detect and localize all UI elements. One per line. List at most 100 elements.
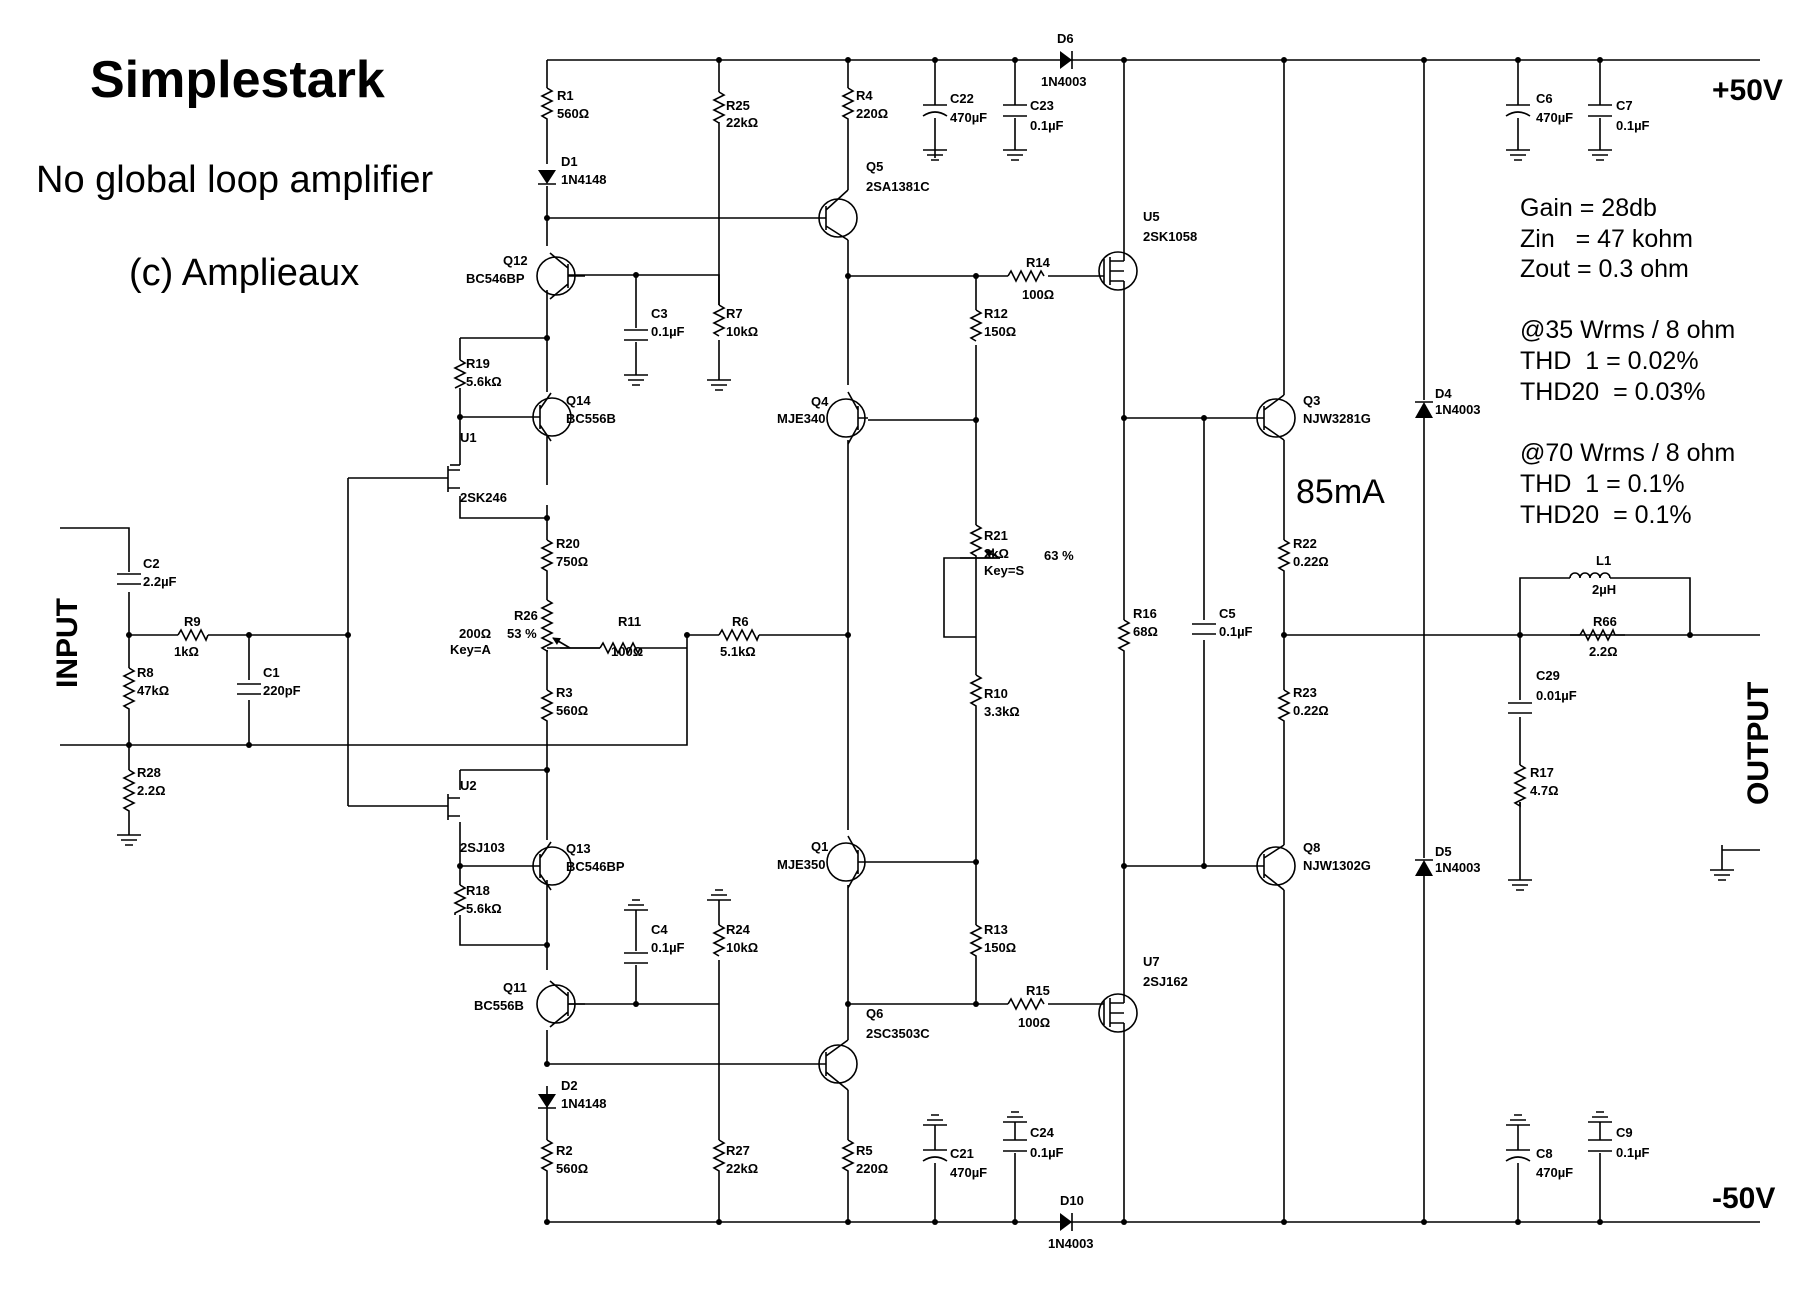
gnd-c8	[1506, 1114, 1530, 1126]
d10-value: 1N4003	[1048, 1236, 1094, 1251]
d4-ref: D4	[1435, 386, 1452, 401]
r21-value: 2kΩ	[984, 546, 1009, 561]
c21-value: 470µF	[950, 1165, 987, 1180]
r4-symbol	[841, 87, 855, 122]
r16-value: 68Ω	[1133, 624, 1158, 639]
c5-symbol	[1192, 623, 1216, 635]
spec-gain: Gain = 28db	[1520, 194, 1657, 222]
r14-symbol	[1007, 269, 1045, 283]
gnd-c22	[923, 149, 947, 161]
d10-ref: D10	[1060, 1193, 1084, 1208]
q1-ref: Q1	[811, 839, 828, 854]
r10-symbol	[969, 674, 983, 710]
c23-value: 0.1µF	[1030, 118, 1064, 133]
gnd-r17	[1508, 879, 1532, 891]
l1-value: 2µH	[1592, 582, 1616, 597]
r19-value: 5.6kΩ	[466, 374, 502, 389]
q1-symbol	[826, 835, 868, 889]
gnd-r7	[707, 379, 731, 391]
q13-ref: Q13	[566, 841, 591, 856]
c24-symbol	[1003, 1139, 1027, 1152]
r4-ref: R4	[856, 88, 873, 103]
gnd-c23	[1003, 149, 1027, 161]
q13-symbol	[522, 841, 572, 891]
wires	[60, 59, 1760, 1223]
q5-ref: Q5	[866, 159, 883, 174]
q6-ref: Q6	[866, 1006, 883, 1021]
r27-value: 22kΩ	[726, 1161, 758, 1176]
r2-value: 560Ω	[556, 1161, 588, 1176]
c1-ref: C1	[263, 665, 280, 680]
spec-70w-thd20: THD20 = 0.1%	[1520, 501, 1692, 529]
gnd-c4	[624, 899, 648, 911]
q4-value: MJE340	[777, 411, 825, 426]
c5-value: 0.1µF	[1219, 624, 1253, 639]
q5-value: 2SA1381C	[866, 179, 930, 194]
r5-value: 220Ω	[856, 1161, 888, 1176]
r23-ref: R23	[1293, 685, 1317, 700]
r24-ref: R24	[726, 922, 751, 937]
r6-ref: R6	[732, 614, 749, 629]
spec-zin: Zin = 47 kohm	[1520, 225, 1693, 253]
r18-value: 5.6kΩ	[466, 901, 502, 916]
q4-symbol	[826, 391, 868, 445]
d4-value: 1N4003	[1435, 402, 1481, 417]
q11-ref: Q11	[503, 980, 527, 995]
r26-symbol	[540, 599, 554, 653]
q6-symbol	[818, 1039, 858, 1091]
spec-70w: @70 Wrms / 8 ohm	[1520, 439, 1735, 467]
c5-ref: C5	[1219, 606, 1236, 621]
r4-value: 220Ω	[856, 106, 888, 121]
copyright: (c) Amplieaux	[129, 252, 359, 294]
r66-value: 2.2Ω	[1589, 644, 1618, 659]
title: Simplestark	[90, 51, 385, 109]
r17-symbol	[1513, 764, 1527, 808]
resistor-bodies	[122, 87, 1616, 1178]
c1-value: 220pF	[263, 683, 301, 698]
c7-ref: C7	[1616, 98, 1633, 113]
q13-value: BC546BP	[566, 859, 625, 874]
c4-value: 0.1µF	[651, 940, 685, 955]
c4-ref: C4	[651, 922, 668, 937]
c9-value: 0.1µF	[1616, 1145, 1650, 1160]
q12-ref: Q12	[503, 253, 528, 268]
d5-ref: D5	[1435, 844, 1452, 859]
r20-value: 750Ω	[556, 554, 588, 569]
c24-value: 0.1µF	[1030, 1145, 1064, 1160]
r21-ref: R21	[984, 528, 1008, 543]
d1-symbol	[538, 170, 556, 185]
spec-70w-thd1: THD 1 = 0.1%	[1520, 470, 1685, 498]
c22-symbol	[922, 104, 948, 117]
neg-rail-label: -50V	[1712, 1182, 1775, 1215]
c22-value: 470µF	[950, 110, 987, 125]
c6-ref: C6	[1536, 91, 1553, 106]
d6-ref: D6	[1057, 31, 1074, 46]
r3-ref: R3	[556, 685, 573, 700]
u5-ref: U5	[1143, 209, 1160, 224]
q8-ref: Q8	[1303, 840, 1320, 855]
r1-value: 560Ω	[557, 106, 589, 121]
r21-percent: 63 %	[1044, 548, 1074, 563]
r66-symbol	[1579, 628, 1616, 642]
r22-value: 0.22Ω	[1293, 554, 1329, 569]
gnd-c3	[624, 374, 648, 386]
r19-ref: R19	[466, 356, 490, 371]
q3-symbol	[1256, 394, 1296, 441]
d2-value: 1N4148	[561, 1096, 607, 1111]
r2-ref: R2	[556, 1143, 573, 1158]
c3-symbol	[624, 329, 648, 341]
r25-value: 22kΩ	[726, 115, 758, 130]
d6-symbol	[1060, 51, 1073, 69]
u5-symbol	[1098, 250, 1138, 292]
c29-ref: C29	[1536, 668, 1560, 683]
q12-symbol	[536, 252, 585, 300]
r3-value: 560Ω	[556, 703, 588, 718]
output-label: OUTPUT	[1742, 682, 1775, 805]
r15-value: 100Ω	[1018, 1015, 1050, 1030]
q14-symbol	[522, 392, 572, 442]
junction-dots	[126, 57, 1693, 1225]
c7-value: 0.1µF	[1616, 118, 1650, 133]
r25-ref: R25	[726, 98, 750, 113]
q8-value: NJW1302G	[1303, 858, 1371, 873]
r26-value: 200Ω	[459, 626, 491, 641]
